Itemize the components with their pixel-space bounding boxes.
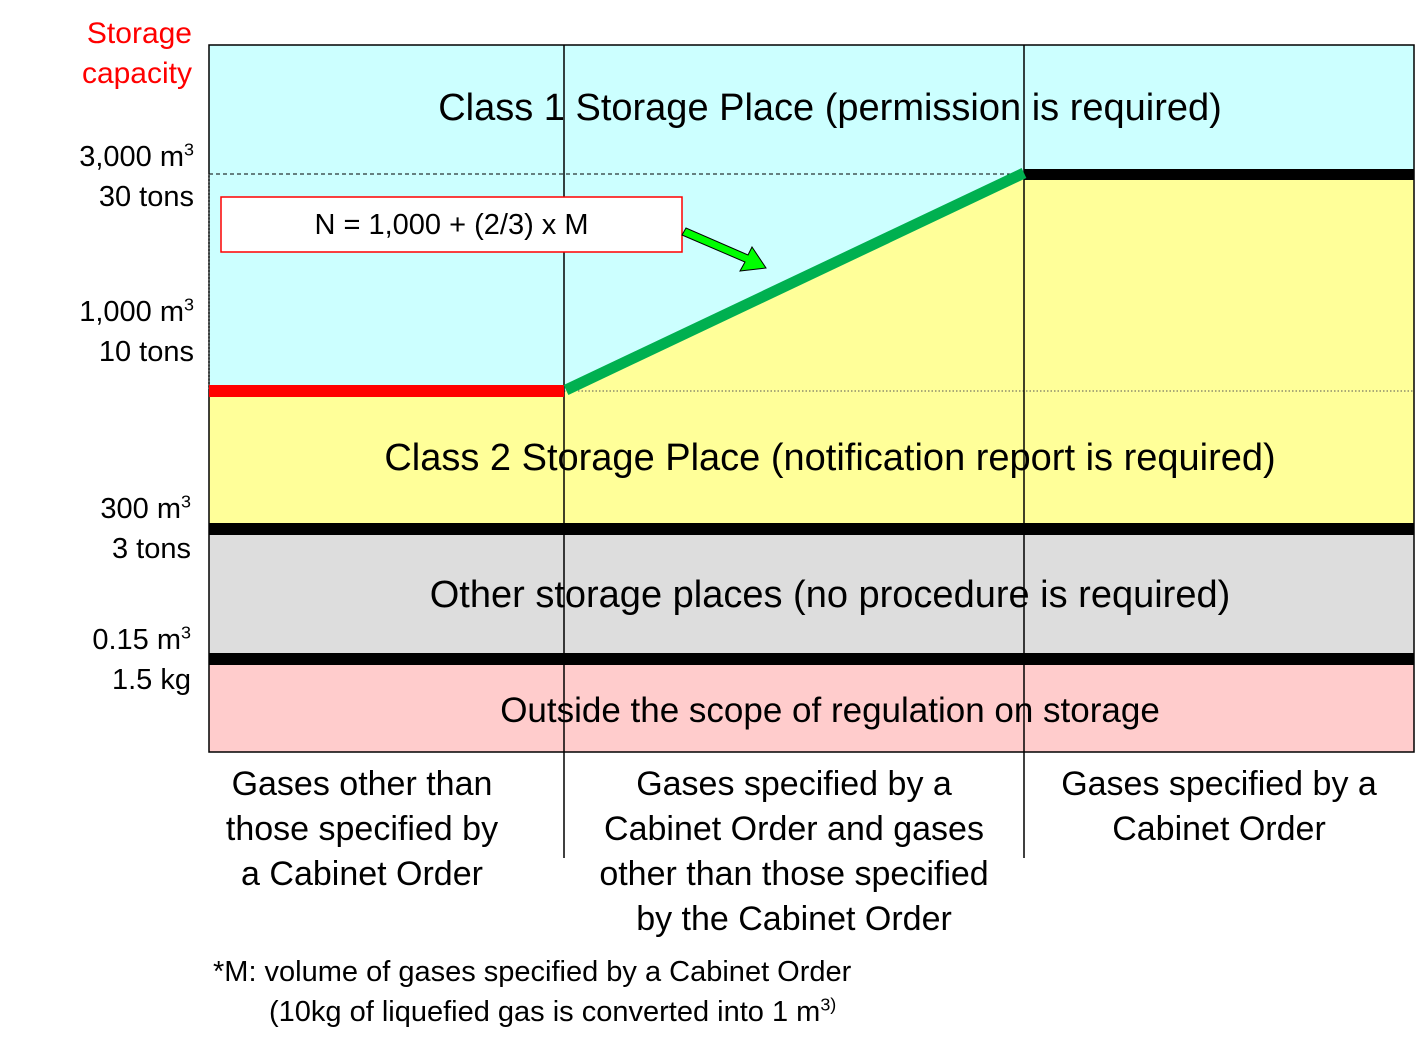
class2-zone-upper	[564, 174, 1414, 391]
footnote-line2: (10kg of liquefied gas is converted into…	[269, 996, 821, 1028]
formula-arrow-icon	[681, 227, 767, 272]
other-storage-zone	[209, 529, 1414, 659]
boundary-300	[209, 523, 1414, 535]
footnote: *M: volume of gases specified by a Cabin…	[213, 952, 1213, 1032]
tick-015-weight: 1.5 kg	[112, 664, 191, 696]
outside-scope-zone	[209, 659, 1414, 752]
column-2-line: Gases specified by a	[636, 765, 952, 803]
formula-line	[563, 168, 1027, 395]
column-2-line: by the Cabinet Order	[636, 900, 952, 938]
column-1-line: a Cabinet Order	[241, 855, 483, 893]
footnote-line2-sup: 3)	[820, 994, 837, 1015]
tick-1000-sup: 3	[184, 294, 194, 315]
diagram-frame	[208, 44, 1415, 753]
formula-text: N = 1,000 + (2/3) x M	[314, 209, 589, 241]
column-3-label: Gases specified by a Cabinet Order	[1024, 762, 1414, 852]
column-2-label: Gases specified by a Cabinet Order and g…	[564, 762, 1024, 942]
tick-300-sup: 3	[181, 491, 191, 512]
column-1-line: Gases other than	[231, 765, 493, 803]
tick-3000-weight: 30 tons	[98, 181, 194, 213]
tick-300-weight: 3 tons	[112, 533, 191, 565]
tick-1000-weight: 10 tons	[98, 336, 194, 368]
tick-3000: 3,000 m3 30 tons	[20, 137, 194, 217]
tick-015: 0.15 m3 1.5 kg	[20, 620, 191, 700]
column-1-line: those specified by	[225, 810, 499, 848]
axis-title-line1: Storage	[86, 17, 192, 50]
tick-1000: 1,000 m3 10 tons	[20, 292, 194, 372]
tick-300-volume: 300 m	[100, 493, 181, 525]
tick-1000-volume: 1,000 m	[79, 296, 184, 328]
tick-015-volume: 0.15 m	[92, 624, 181, 656]
tick-3000-sup: 3	[184, 139, 194, 160]
axis-title: Storage capacity	[40, 14, 192, 94]
tick-3000-volume: 3,000 m	[79, 141, 184, 173]
red-boundary-line	[209, 385, 564, 397]
class2-label: Class 2 Storage Place (notification repo…	[384, 437, 1276, 479]
footnote-line1: *M: volume of gases specified by a Cabin…	[213, 956, 852, 988]
axis-title-line2: capacity	[81, 57, 192, 90]
tick-015-sup: 3	[181, 622, 191, 643]
outside-label: Outside the scope of regulation on stora…	[500, 691, 1160, 730]
class2-zone	[209, 391, 1414, 529]
column-2-line: other than those specified	[599, 855, 989, 893]
class1-label: Class 1 Storage Place (permission is req…	[438, 87, 1222, 129]
tick-300: 300 m3 3 tons	[20, 489, 191, 569]
other-label: Other storage places (no procedure is re…	[429, 574, 1231, 616]
boundary-015	[209, 653, 1414, 665]
column-1-label: Gases other than those specified by a Ca…	[209, 762, 515, 897]
formula-box	[220, 196, 683, 253]
boundary-3000-right	[1024, 169, 1414, 180]
column-3-line: Cabinet Order	[1112, 810, 1326, 848]
column-2-line: Cabinet Order and gases	[604, 810, 984, 848]
column-3-line: Gases specified by a	[1061, 765, 1377, 803]
